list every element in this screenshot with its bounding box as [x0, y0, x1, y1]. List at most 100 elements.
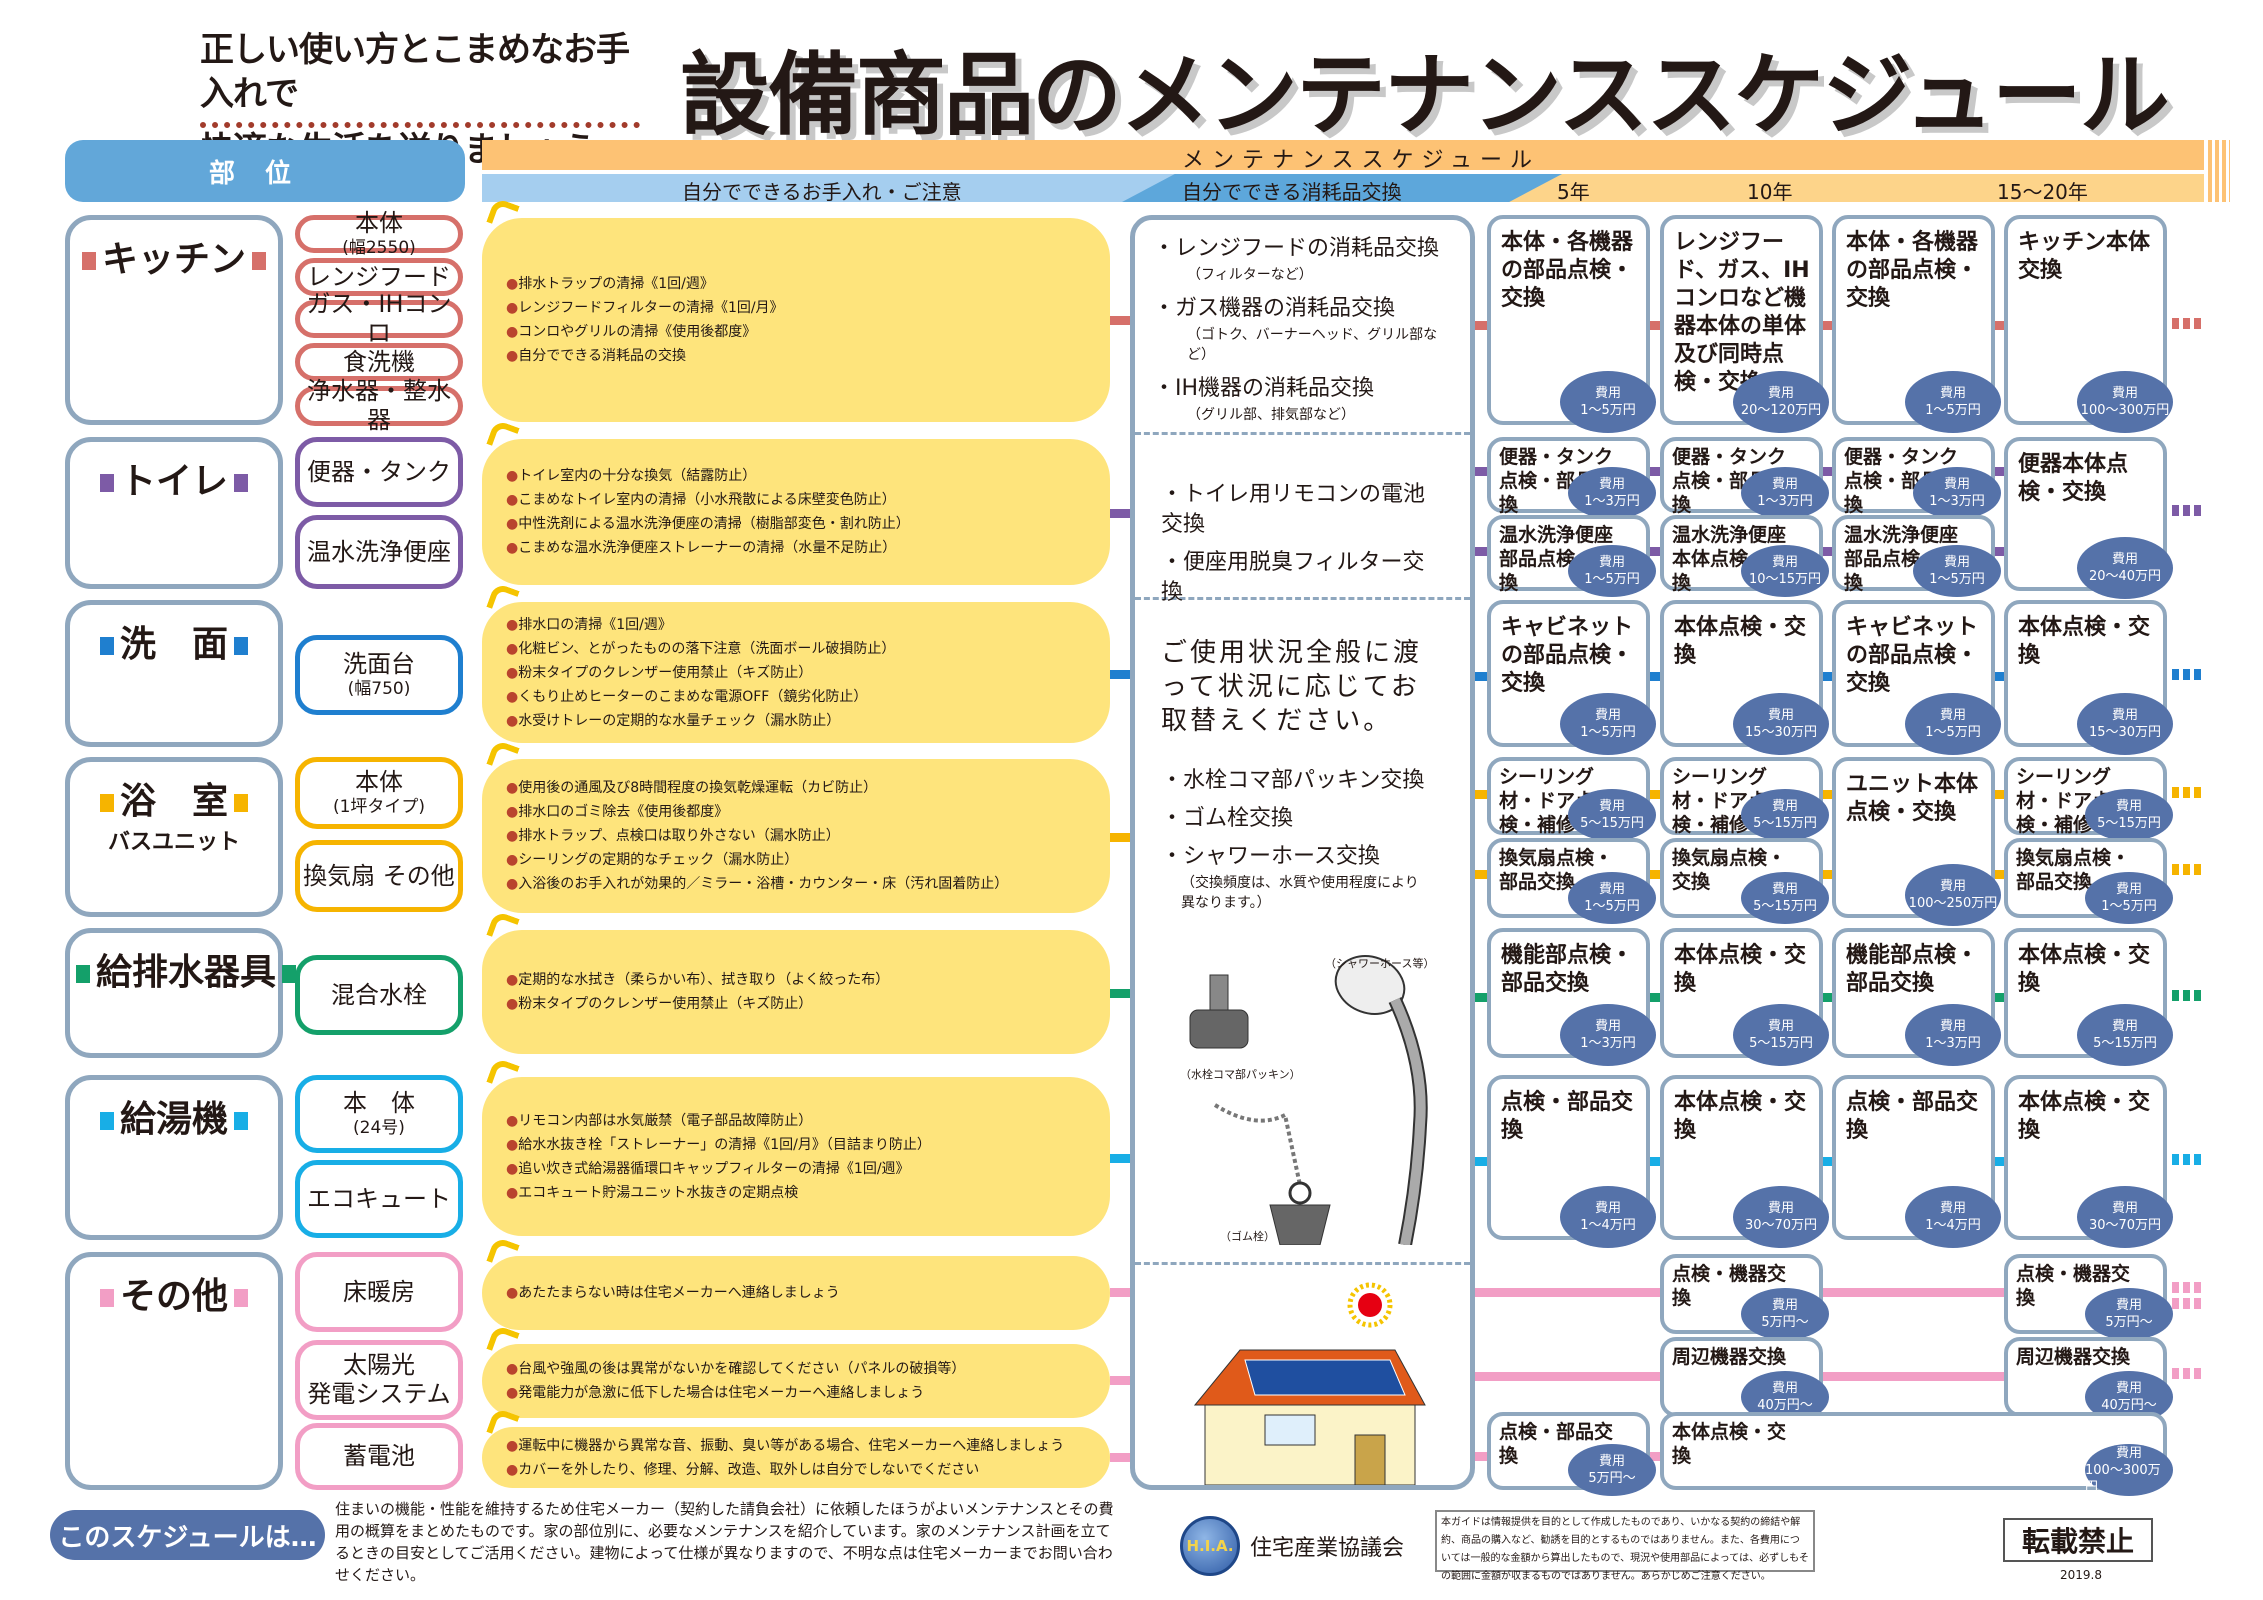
cost-label: 費用 [1594, 708, 1621, 723]
item-note: (1坪タイプ) [332, 797, 426, 818]
continuation-marks [2208, 140, 2230, 202]
schedule-task: 本体・各機器の部品点検・交換 [1846, 230, 1979, 311]
cost-label: 費用 [1767, 386, 1794, 401]
care-task: 運転中に機器から異常な音、振動、臭い等がある場合、住宅メーカーへ連絡しましょう [506, 1434, 1086, 1458]
plug-label: （ゴム栓） [1220, 1230, 1275, 1243]
item-label: 本 体 [343, 1089, 415, 1118]
continuation-dots [2172, 864, 2202, 875]
connector-line [1110, 509, 1130, 518]
schedule-task: 便器本体点検・交換 [2018, 452, 2129, 505]
care-task: あたたまらない時は住宅メーカーへ連絡しましょう [506, 1281, 1086, 1305]
cost-value: 1〜3万円 [1580, 1036, 1636, 1051]
schedule-task: シーリング材・ドア点検・補修 [1499, 766, 1595, 836]
schedule-task: 点検・部品交換 [1499, 1421, 1614, 1467]
cost-value: 5〜15万円 [2097, 816, 2161, 831]
cost-value: 1〜4万円 [1580, 1218, 1636, 1233]
schedule-task: キャビネットの部品点検・交換 [1501, 615, 1634, 696]
item-note: (幅750) [347, 679, 411, 700]
cost-label: 費用 [1771, 799, 1798, 814]
continuation-dots [2172, 669, 2202, 680]
shower-head-illustration [1334, 955, 1428, 1245]
cost-value: 30〜70万円 [2088, 1218, 2162, 1233]
cost-value: 1〜5万円 [1929, 572, 1985, 587]
item-toilet: 温水洗浄便座 [295, 515, 463, 589]
phase-header-bar: 自分でできるお手入れ・ご注意 自分でできる消耗品交換 5年 10年 15〜20年 [482, 174, 2204, 202]
self-parts-band [1122, 174, 1562, 202]
care-tasks-other: 台風や強風の後は異常がないかを確認してください（パネルの破損等）発電能力が急激に… [482, 1344, 1110, 1418]
item-other: 床暖房 [295, 1252, 463, 1332]
rubber-plug-illustration [1213, 1103, 1331, 1245]
schedule-task: シーリング材・ドア点検・補修 [2016, 766, 2112, 836]
care-task: 排水口のゴミ除去《使用後都度》 [506, 800, 1086, 824]
consumable-note: （ゴトク、バーナーヘッド、グリル部など） [1187, 327, 1438, 363]
cost-label: 費用 [2115, 882, 2142, 897]
cost-value: 10〜15万円 [1748, 572, 1822, 587]
care-task: シーリングの定期的なチェック（漏水防止） [506, 848, 1086, 872]
item-label: 換気扇 その他 [303, 861, 455, 890]
cost-label: 費用 [1594, 1201, 1621, 1216]
schedule-description: 住まいの機能・性能を維持するため住宅メーカー（契約した請負会社）に依頼したほうが… [335, 1500, 1114, 1584]
category-title: トイレ [70, 452, 278, 504]
cost-label: 費用 [1939, 1019, 1966, 1034]
item-bath: 換気扇 その他 [295, 840, 463, 912]
schedule-task: 本体点検・交換 [2018, 615, 2151, 668]
consumable-note: （グリル部、排気部など） [1187, 407, 1355, 423]
schedule-task: 機能部点検・部品交換 [1501, 943, 1634, 996]
cost-value: 5〜15万円 [1753, 899, 1817, 914]
schedule-task: 点検・機器交換 [1672, 1263, 1787, 1309]
connector-line [1110, 669, 1130, 679]
cost-value: 30〜70万円 [1744, 1218, 1818, 1233]
item-label: 食洗機 [343, 347, 415, 376]
care-task: トイレ室内の十分な換気（結露防止） [506, 464, 1086, 488]
care-task: 中性洗剤による温水洗浄便座の清掃（樹脂部変色・割れ防止） [506, 512, 1086, 536]
schedule-task: 本体点検・交換 [1674, 1090, 1807, 1143]
care-task: こまめな温水洗浄便座ストレーナーの清掃（水量不足防止） [506, 536, 1086, 560]
self-parts-label: 自分でできる消耗品交換 [1182, 180, 1402, 202]
cost-label: 費用 [2111, 552, 2138, 567]
cost-label: 費用 [1939, 1201, 1966, 1216]
cost-label: 費用 [1767, 708, 1794, 723]
consumable-item: ・ゴム栓交換 [1161, 806, 1294, 831]
continuation-dots [2172, 1298, 2202, 1309]
org-logo-block: H.I.A. 住宅産業協議会 [1180, 1516, 1404, 1576]
consumables-column: ・レンジフードの消耗品交換 （フィルターなど） ・ガス機器の消耗品交換 （ゴトク… [1130, 215, 1475, 1490]
cost-value: 1〜5万円 [1925, 725, 1981, 740]
cost-value: 1〜5万円 [1580, 403, 1636, 418]
care-tasks-bath: 使用後の通風及び8時間程度の換気乾燥運転（カビ防止）排水口のゴミ除去《使用後都度… [482, 759, 1110, 913]
consumable-item: ・便座用脱臭フィルター交換 [1161, 550, 1425, 605]
cost-value: 15〜30万円 [2088, 725, 2162, 740]
care-task: 給水水抜き栓「ストレーナー」の清掃《1回/月》（目詰まり防止） [506, 1133, 1086, 1157]
cost-bubble: 費用 1〜4万円 [1560, 1186, 1656, 1248]
cost-label: 費用 [1943, 477, 1970, 492]
care-tasks-other: 運転中に機器から異常な音、振動、臭い等がある場合、住宅メーカーへ連絡しましょうカ… [482, 1427, 1110, 1488]
continuation-dots [2172, 1154, 2202, 1165]
category-heater: 給湯機 [65, 1075, 283, 1240]
care-task: 粉末タイプのクレンザー使用禁止（キズ防止） [506, 992, 1086, 1016]
consumables-general: ご使用状況全般に渡って状況に応じてお取替えください。 ・水栓コマ部パッキン交換 … [1135, 600, 1470, 1265]
care-task: 入浴後のお手入れが効果的／ミラー・浴槽・カウンター・床（汚れ固着防止） [506, 872, 1086, 896]
category-kitchen: キッチン [65, 215, 283, 425]
schedule-task: キッチン本体交換 [2018, 230, 2151, 283]
care-tasks-wash: 排水口の清掃《1回/週》化粧ビン、とがったものの落下注意（洗面ボール破損防止）粉… [482, 602, 1110, 743]
care-task: エコキュート貯湯ユニット水抜きの定期点検 [506, 1181, 1086, 1205]
care-task: 使用後の通風及び8時間程度の換気乾燥運転（カビ防止） [506, 776, 1086, 800]
cost-value: 1〜3万円 [1757, 494, 1813, 509]
